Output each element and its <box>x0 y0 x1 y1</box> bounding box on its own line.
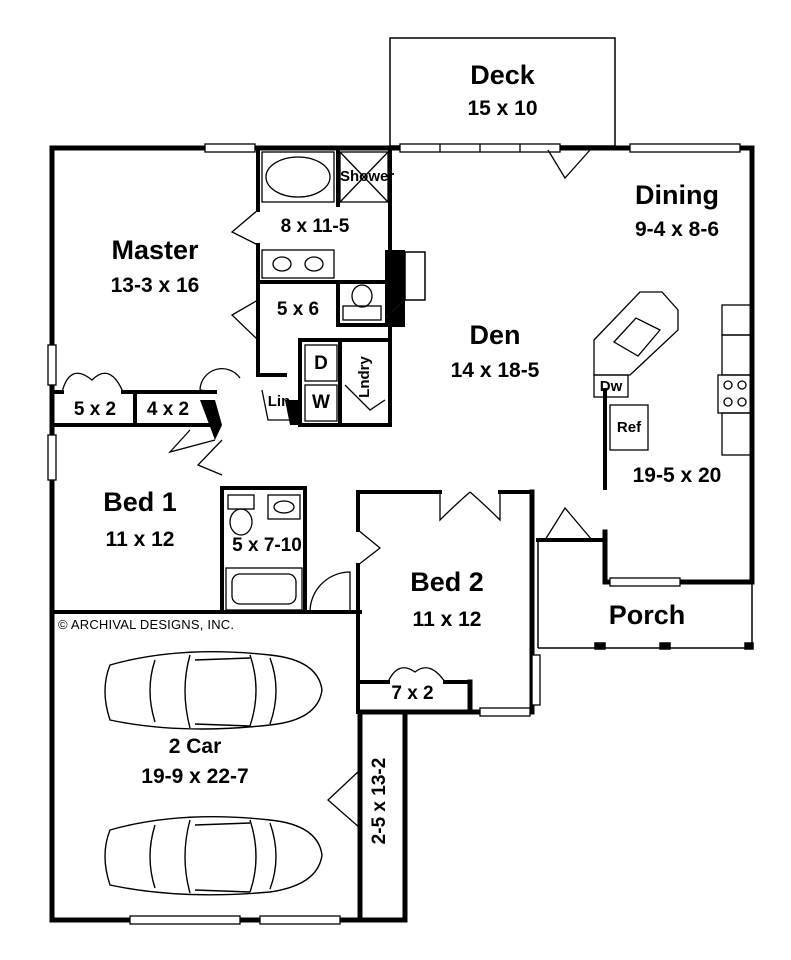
porch-outline <box>537 540 754 650</box>
car-bottom <box>104 815 323 896</box>
car-top <box>104 650 323 730</box>
linen-label: Lin <box>267 393 291 410</box>
hall-bath-dimensions: 5 x 7-10 <box>232 535 302 556</box>
wall-corner-closet <box>200 400 222 440</box>
dining-name: Dining <box>635 180 719 210</box>
bed2-closet-dimensions: 7 x 2 <box>391 683 434 704</box>
doors <box>61 149 593 829</box>
garage-dimensions: 19-9 x 22-7 <box>141 765 249 788</box>
hall-bath-fixtures <box>225 494 303 611</box>
kitchen-fixtures <box>593 291 753 456</box>
closet-a-dimensions: 5 x 2 <box>73 399 117 420</box>
kitchen-dimensions: 19-5 x 20 <box>632 464 722 487</box>
laundry-label: Lndry <box>356 356 373 398</box>
laundry-appliances <box>304 344 338 422</box>
fireplace <box>385 250 426 327</box>
interior-walls <box>50 146 607 714</box>
shower-label: Shower <box>340 168 395 185</box>
dryer-label: D <box>314 353 328 374</box>
copyright-notice: © ARCHIVAL DESIGNS, INC. <box>58 617 235 632</box>
porch-name: Porch <box>608 600 686 630</box>
refrigerator-label: Ref <box>616 419 642 436</box>
master-name: Master <box>111 235 199 265</box>
master-bath-dimensions: 8 x 11-5 <box>280 216 350 237</box>
washer-label: W <box>312 392 330 413</box>
deck-outline <box>389 37 616 147</box>
den-dimensions: 14 x 18-5 <box>450 359 540 382</box>
wall-corner-lin <box>285 400 300 425</box>
bed1-dimensions: 11 x 12 <box>105 528 175 551</box>
bed2-name: Bed 2 <box>410 567 484 597</box>
toilet-room-dimensions: 5 x 6 <box>276 299 320 320</box>
garage-storage-dimensions: 2-5 x 13-2 <box>369 757 390 845</box>
deck-dimensions: 15 x 10 <box>467 97 538 120</box>
den-name: Den <box>469 320 521 350</box>
deck-name: Deck <box>470 60 535 90</box>
windows <box>47 143 741 925</box>
master-dimensions: 13-3 x 16 <box>110 274 200 297</box>
master-bath-fixtures <box>261 151 389 321</box>
dining-dimensions: 9-4 x 8-6 <box>634 218 720 241</box>
closet-b-dimensions: 4 x 2 <box>146 399 190 420</box>
garage-name: 2 Car <box>168 735 222 758</box>
bed2-dimensions: 11 x 12 <box>412 608 482 631</box>
bed1-name: Bed 1 <box>103 487 177 517</box>
dishwasher-label: Dw <box>599 378 623 395</box>
